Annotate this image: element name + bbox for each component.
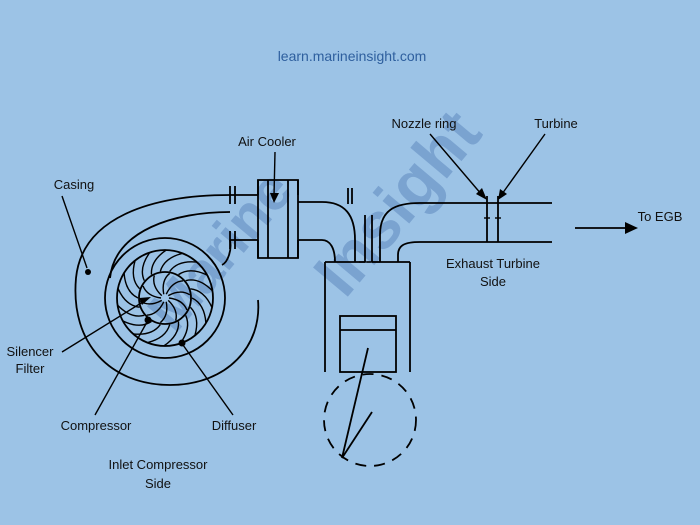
- inducer-vane: [153, 275, 163, 297]
- impeller-blade: [178, 270, 208, 276]
- engine-cylinder: [324, 215, 411, 373]
- label-to-egb: To EGB: [638, 209, 683, 224]
- label-inlet-side-line2: Side: [145, 476, 171, 491]
- inducer-vane: [167, 299, 177, 321]
- inducer-vane: [162, 272, 171, 295]
- inducer-vane: [146, 301, 165, 316]
- impeller-blade: [163, 321, 180, 347]
- website-caption: learn.marineinsight.com: [278, 48, 427, 64]
- impeller-blade: [185, 279, 213, 292]
- impeller-blade: [190, 288, 213, 308]
- exhaust-arrow: [575, 222, 638, 234]
- leader-lines: [61, 133, 546, 416]
- label-exhaust-side-line2: Side: [480, 274, 506, 289]
- compressor-outlet-duct: [229, 186, 258, 249]
- label-silencer-line2: Filter: [16, 361, 46, 376]
- charge-air-duct: [298, 188, 356, 263]
- exhaust-duct: [379, 202, 552, 262]
- impeller-blade: [147, 324, 171, 344]
- label-compressor: Compressor: [61, 418, 132, 433]
- impeller-blade: [133, 324, 161, 335]
- air-cooler: [257, 179, 299, 259]
- impeller-blade: [123, 272, 139, 299]
- impeller-blade: [191, 297, 207, 324]
- label-casing: Casing: [54, 177, 94, 192]
- label-exhaust-side-line1: Exhaust Turbine: [446, 256, 540, 271]
- label-inlet-side-line1: Inlet Compressor: [109, 457, 209, 472]
- nozzle-ring-turbine: [484, 196, 501, 242]
- label-diffuser: Diffuser: [212, 418, 257, 433]
- impeller-blade: [117, 288, 140, 308]
- impeller-blade: [189, 306, 198, 336]
- impeller-blade: [150, 249, 167, 275]
- inducer-vane: [159, 301, 168, 324]
- label-nozzle-ring: Nozzle ring: [391, 116, 456, 131]
- crank-circle: [323, 347, 417, 467]
- compressor-wheel: [104, 237, 226, 359]
- inducer-vane: [167, 291, 191, 297]
- inducer-vane: [165, 280, 184, 295]
- impeller-blade: [141, 252, 151, 281]
- label-silencer-line1: Silencer: [7, 344, 55, 359]
- impeller-blade: [169, 261, 197, 272]
- label-air-cooler: Air Cooler: [238, 134, 296, 149]
- impeller-blade: [117, 304, 145, 317]
- label-turbine: Turbine: [534, 116, 578, 131]
- inducer-vane: [142, 285, 162, 299]
- impeller-blade: [132, 260, 141, 290]
- impeller-blade: [159, 252, 183, 272]
- inducer-vane: [168, 297, 188, 311]
